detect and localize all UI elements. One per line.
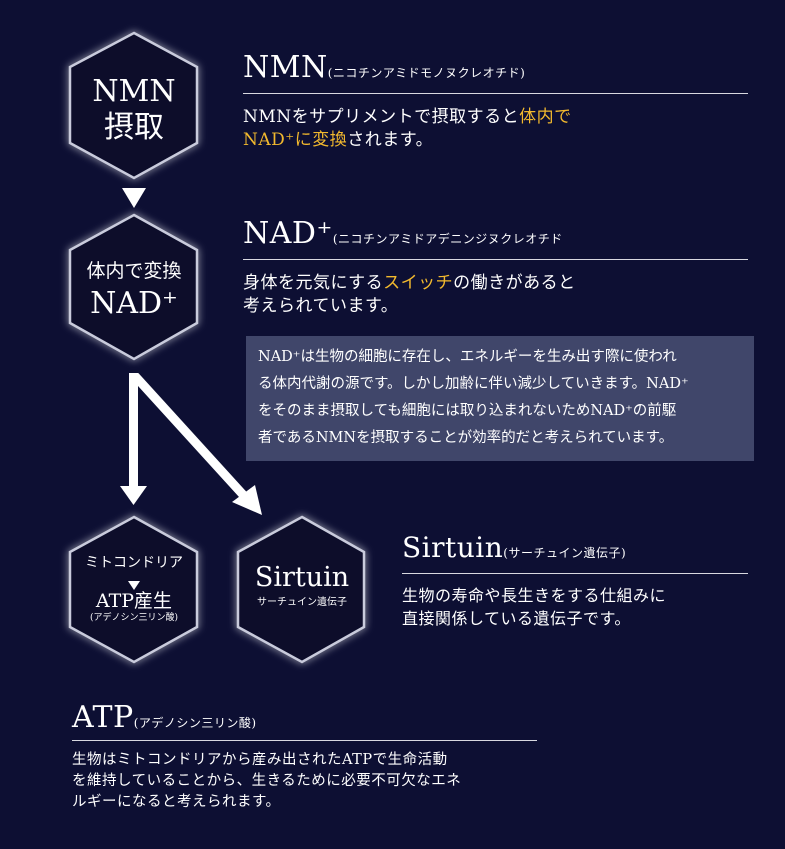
nmn-subtitle: (ニコチンアミドモノヌクレオチド) — [327, 66, 526, 80]
atp-text2: を維持していることから、生きるために必要不可欠なエネ — [72, 773, 462, 789]
sirtuin-subtitle: (サーチュイン遺伝子) — [503, 546, 627, 560]
hex-nad-label: 体内で変換 NAD⁺ — [70, 258, 198, 324]
hex-nad-line2: NAD⁺ — [90, 286, 178, 321]
nad-note-line: る体内代謝の源です。しかし加齢に伴い減少していきます。NAD⁺ — [258, 376, 689, 392]
nmn-description: NMNをサプリメントで摂取すると体内で NAD⁺に変換されます。 — [243, 106, 572, 152]
hex-nad-line1: 体内で変換 — [86, 260, 182, 282]
nad-note-line: をそのまま摂取しても細胞には取り込まれないためNAD⁺の前駆 — [258, 403, 677, 419]
hex-atp-line1: ミトコンドリア — [85, 555, 183, 571]
hex-nmn-label: NMN 摂取 — [70, 74, 198, 146]
arrow-diagonal-icon — [131, 372, 262, 515]
nad-heading: NAD⁺(ニコチンアミドアデニンジヌクレオチド — [243, 216, 563, 251]
arrow-down-icon — [120, 373, 147, 505]
nmn-title: NMN — [243, 50, 328, 85]
nmn-text2: されます。 — [347, 130, 434, 150]
atp-text3: ルギーになると考えられます。 — [72, 794, 281, 810]
nmn-text2-highlight: NAD⁺に変換 — [243, 130, 348, 150]
hex-atp — [68, 515, 199, 664]
nad-subtitle: (ニコチンアミドアデニンジヌクレオチド — [332, 232, 563, 246]
nad-text1: 身体を元気にする — [243, 273, 384, 293]
sirtuin-description: 生物の寿命や長生きをする仕組みに 直接関係している遺伝子です。 — [402, 584, 666, 630]
sirtuin-heading: Sirtuin(サーチュイン遺伝子) — [402, 531, 626, 564]
nad-title: NAD⁺ — [243, 216, 333, 251]
atp-text1: 生物はミトコンドリアから産み出されたATPで生命活動 — [72, 752, 448, 768]
nmn-text1-highlight: 体内で — [519, 107, 572, 127]
nad-text2: 考えられています。 — [243, 296, 399, 316]
atp-title: ATP — [72, 700, 134, 735]
hex-sirtuin — [236, 515, 366, 664]
hex-atp-line3: (アデノシン三リン酸) — [89, 613, 179, 623]
sirtuin-divider — [402, 573, 748, 574]
nmn-divider — [243, 93, 748, 94]
nad-description: 身体を元気にするスイッチの働きがあると 考えられています。 — [243, 272, 576, 318]
nad-note-line: 者であるNMNを摂取することが効率的だと考えられています。 — [258, 430, 674, 446]
hex-sirtuin-label: Sirtuin サーチュイン遺伝子 — [238, 560, 366, 610]
atp-description: 生物はミトコンドリアから産み出されたATPで生命活動 を維持していることから、生… — [72, 750, 461, 813]
hex-nmn-line1: NMN — [92, 74, 176, 109]
hex-nmn-line2: 摂取 — [104, 110, 164, 145]
triangle-down-icon — [122, 188, 146, 208]
nmn-text1: NMNをサプリメントで摂取すると — [243, 107, 520, 127]
hex-atp-line2: ATP産生 — [95, 590, 173, 612]
hex-nad — [68, 213, 199, 361]
hex-sirtuin-line1: Sirtuin — [254, 562, 350, 593]
nad-text1-highlight: スイッチ — [383, 273, 454, 293]
triangle-down-icon — [128, 581, 140, 590]
nad-divider — [243, 259, 748, 260]
hex-nmn — [68, 31, 199, 180]
nad-note-text: NAD⁺は生物の細胞に存在し、エネルギーを生み出す際に使われ る体内代謝の源です… — [258, 344, 689, 452]
nad-note-box — [246, 336, 754, 461]
sirtuin-text2: 直接関係している遺伝子です。 — [402, 609, 631, 628]
hex-atp-label: ミトコンドリア ATP産生 (アデノシン三リン酸) — [70, 553, 198, 624]
nmn-heading: NMN(ニコチンアミドモノヌクレオチド) — [243, 50, 525, 85]
sirtuin-title: Sirtuin — [402, 531, 504, 564]
nad-text1-end: の働きがあると — [453, 273, 576, 293]
sirtuin-text1: 生物の寿命や長生きをする仕組みに — [402, 586, 667, 605]
hex-sirtuin-line2: サーチュイン遺伝子 — [257, 597, 347, 608]
atp-heading: ATP(アデノシン三リン酸) — [72, 700, 257, 735]
atp-subtitle: (アデノシン三リン酸) — [133, 716, 257, 730]
nad-note-line: NAD⁺は生物の細胞に存在し、エネルギーを生み出す際に使われ — [258, 349, 677, 365]
atp-divider — [72, 740, 537, 741]
